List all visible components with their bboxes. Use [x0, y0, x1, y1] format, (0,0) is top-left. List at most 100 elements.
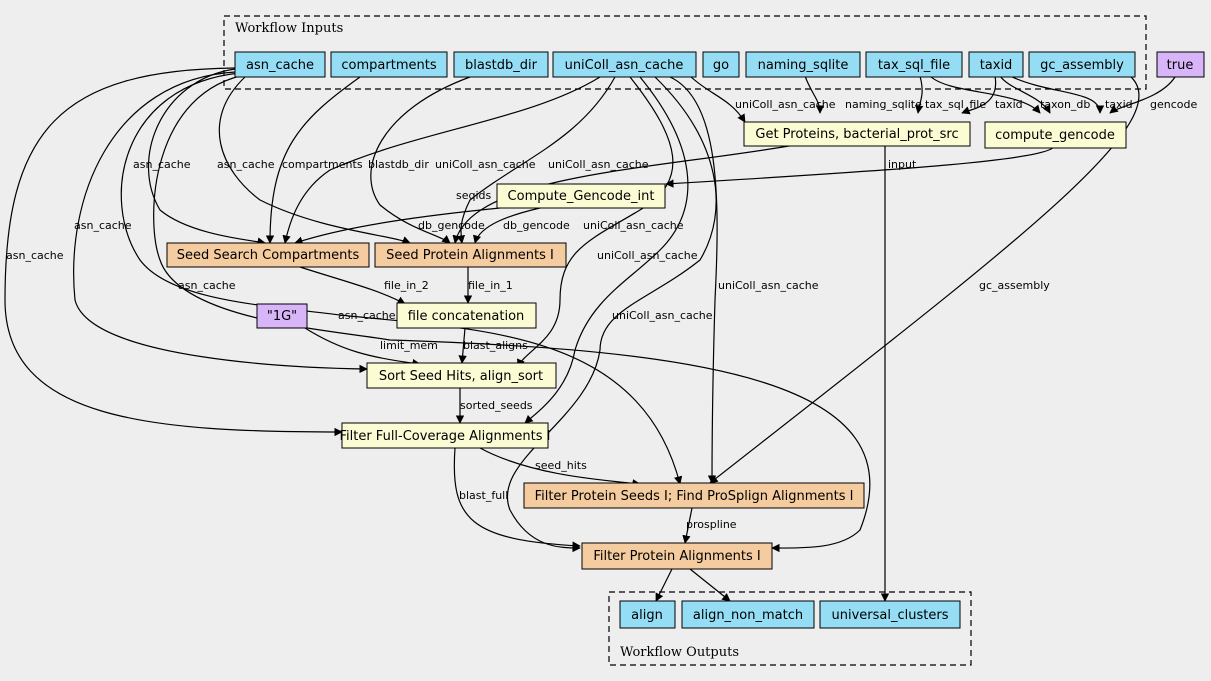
- edge-limit-mem: [304, 327, 421, 368]
- edge-label: limit_mem: [380, 339, 438, 352]
- edge-label: taxid: [1105, 98, 1133, 111]
- input-node-go[interactable]: go: [702, 51, 740, 78]
- edge-label: uniColl_asn_cache: [735, 98, 836, 111]
- node-label: align_non_match: [693, 608, 803, 623]
- edge-unicoll-spa: [456, 76, 616, 244]
- edge-true-gencode: [1109, 76, 1176, 114]
- edge-label: taxon_db: [1040, 98, 1090, 111]
- edge-label: blast_aligns: [463, 339, 528, 352]
- workflow-inputs-cluster: [223, 15, 1147, 90]
- edge-label: seed_hits: [535, 459, 587, 472]
- edge-file-in-2: [299, 266, 406, 305]
- node-label: blastdb_dir: [465, 58, 538, 73]
- edge-unicoll-fps: [669, 76, 718, 484]
- edge-blast-aligns: [458, 327, 467, 364]
- edge-label: prospline: [686, 518, 737, 531]
- node-label: universal_clusters: [832, 608, 949, 623]
- node-label: taxid: [980, 58, 1013, 73]
- edge-asn-fps: [120, 72, 683, 485]
- constant-node-true[interactable]: true: [1156, 51, 1205, 78]
- node-label: Seed Search Compartments: [177, 248, 360, 263]
- edge-unicoll-getprot: [689, 75, 746, 123]
- input-node-gc-assembly[interactable]: gc_assembly: [1028, 51, 1136, 78]
- node-label: Get Proteins, bacterial_prot_src: [755, 127, 958, 142]
- edge-blast-full: [453, 447, 581, 550]
- node-label: Compute_Gencode_int: [508, 189, 655, 204]
- edge-dbgen-ssc: [294, 207, 501, 245]
- node-label: "1G": [267, 309, 297, 324]
- edge-asn-spa: [218, 76, 411, 245]
- edge-taxsql-getprot: [915, 75, 924, 114]
- edge-taxid-gencode: [1009, 75, 1105, 114]
- step-node-sort-seed-hits[interactable]: Sort Seed Hits, align_sort: [366, 362, 557, 389]
- edge-label: asn_cache: [133, 158, 191, 171]
- edge-label: asn_cache: [6, 249, 64, 262]
- node-label: true: [1167, 58, 1194, 73]
- constant-node-1g[interactable]: "1G": [256, 303, 308, 329]
- edge-blastdb-spa: [370, 76, 471, 244]
- edge-seqids: [452, 144, 796, 244]
- edge-dbgen-spa: [472, 207, 541, 244]
- node-label: Seed Protein Alignments I: [386, 248, 554, 263]
- node-label: compute_gencode: [995, 128, 1115, 143]
- input-node-taxid[interactable]: taxid: [968, 51, 1024, 78]
- input-node-unicoll-asn-cache[interactable]: uniColl_asn_cache: [552, 51, 697, 78]
- output-node-align-non-match[interactable]: align_non_match: [681, 600, 815, 629]
- edge-taxsql-gencode: [999, 75, 1051, 114]
- input-node-blastdb-dir[interactable]: blastdb_dir: [453, 51, 549, 78]
- edge-align-non-match: [689, 568, 731, 602]
- edges: [4, 67, 1176, 602]
- subworkflow-node-filter-protein-seeds[interactable]: Filter Protein Seeds I; Find ProSplign A…: [523, 482, 865, 509]
- edge-naming-getprot: [804, 75, 825, 114]
- edge-label: asn_cache: [217, 158, 275, 171]
- step-node-compute-gencode-int[interactable]: Compute_Gencode_int: [496, 183, 666, 209]
- edge-input: [665, 144, 1056, 188]
- step-node-filter-full-coverage[interactable]: Filter Full-Coverage Alignments I: [339, 422, 551, 449]
- node-label: align: [631, 608, 663, 623]
- edge-label: blast_full: [459, 489, 508, 502]
- workflow-inputs-label: Workflow Inputs: [235, 21, 343, 36]
- step-node-get-proteins[interactable]: Get Proteins, bacterial_prot_src: [743, 121, 971, 147]
- edge-align: [655, 568, 673, 602]
- edge-labels: uniColl_asn_cache naming_sqlite tax_sql_…: [6, 98, 1197, 531]
- node-label: file concatenation: [408, 309, 525, 324]
- input-node-compartments[interactable]: compartments: [330, 51, 448, 78]
- input-node-naming-sqlite[interactable]: naming_sqlite: [745, 51, 861, 78]
- input-node-tax-sql-file[interactable]: tax_sql_file: [865, 51, 963, 78]
- output-node-align[interactable]: align: [619, 600, 676, 629]
- edge-label: blastdb_dir: [368, 158, 429, 171]
- subworkflow-node-seed-protein-alignments[interactable]: Seed Protein Alignments I: [374, 242, 567, 268]
- edge-label: asn_cache: [74, 219, 132, 232]
- edge-label: uniColl_asn_cache: [612, 309, 713, 322]
- edge-label: uniColl_asn_cache: [548, 158, 649, 171]
- edge-label: uniColl_asn_cache: [583, 219, 684, 232]
- step-node-file-concatenation[interactable]: file concatenation: [396, 302, 537, 329]
- edge-unicoll-ssc: [282, 76, 601, 244]
- edge-label: tax_sql_file: [925, 98, 986, 111]
- node-label: go: [713, 58, 729, 73]
- edge-unicoll-sort: [517, 76, 674, 368]
- node-label: compartments: [341, 58, 436, 73]
- input-nodes: asn_cache compartments blastdb_dir uniCo…: [234, 51, 1136, 78]
- edge-label: uniColl_asn_cache: [718, 279, 819, 292]
- edge-label: db_gencode: [503, 219, 570, 232]
- node-label: tax_sql_file: [878, 58, 950, 73]
- step-node-compute-gencode[interactable]: compute_gencode: [984, 121, 1127, 149]
- edge-label: compartments: [282, 158, 363, 171]
- node-label: Filter Protein Seeds I; Find ProSplign A…: [535, 489, 854, 504]
- node-label: uniColl_asn_cache: [565, 58, 684, 73]
- input-node-asn-cache[interactable]: asn_cache: [234, 51, 326, 78]
- workflow-outputs-label: Workflow Outputs: [620, 645, 739, 660]
- edge-label: uniColl_asn_cache: [435, 158, 536, 171]
- edge-asn-sort: [73, 71, 368, 374]
- subworkflow-node-seed-search-compartments[interactable]: Seed Search Compartments: [166, 242, 370, 268]
- workflow-outputs-cluster: [608, 591, 972, 666]
- node-label: Filter Protein Alignments I: [593, 549, 760, 564]
- edge-label: file_in_2: [384, 279, 429, 292]
- edge-label: uniColl_asn_cache: [597, 249, 698, 262]
- edge-label: asn_cache: [338, 309, 396, 322]
- subworkflow-node-filter-protein-alignments[interactable]: Filter Protein Alignments I: [581, 542, 773, 570]
- edge-label: seqids: [456, 189, 492, 202]
- output-node-universal-clusters[interactable]: universal_clusters: [819, 600, 961, 629]
